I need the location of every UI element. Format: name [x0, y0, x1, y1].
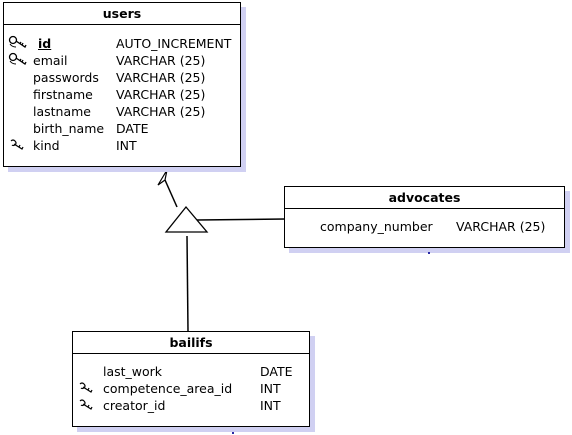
column-row-email[interactable]: email VARCHAR (25) [4, 52, 240, 69]
column-name: creator_id [103, 398, 166, 413]
users-inheritance-arrowhead [157, 169, 168, 186]
column-name: birth_name [33, 121, 105, 136]
column-name: passwords [33, 70, 99, 85]
column-type: INT [260, 381, 281, 396]
shadow-mark [428, 252, 430, 254]
column-type: AUTO_INCREMENT [116, 36, 232, 51]
column-name: kind [33, 138, 60, 153]
column-name: company_number [320, 219, 433, 234]
column-row-company-number[interactable]: company_number VARCHAR (25) [285, 218, 564, 235]
column-row-lastname[interactable]: lastname VARCHAR (25) [4, 103, 240, 120]
column-row-birth-name[interactable]: birth_name DATE [4, 120, 240, 137]
column-type: INT [116, 138, 137, 153]
column-name: id [38, 36, 52, 51]
bailifs-connector-line [186, 235, 189, 332]
column-row-firstname[interactable]: firstname VARCHAR (25) [4, 86, 240, 103]
column-row-kind[interactable]: kind INT [4, 137, 240, 154]
column-row-last-work[interactable]: last_work DATE [73, 363, 309, 380]
key-icon [8, 35, 28, 52]
column-row-passwords[interactable]: passwords VARCHAR (25) [4, 69, 240, 86]
column-type: VARCHAR (25) [116, 87, 206, 102]
inheritance-triangle [164, 205, 209, 233]
column-type: VARCHAR (25) [116, 70, 206, 85]
column-name: lastname [33, 104, 91, 119]
column-row-creator-id[interactable]: creator_id INT [73, 397, 309, 414]
foreign-key-icon [8, 137, 28, 154]
entity-advocates[interactable]: advocates company_number VARCHAR (25) [284, 186, 565, 248]
column-type: INT [260, 398, 281, 413]
column-row-competence-area-id[interactable]: competence_area_id INT [73, 380, 309, 397]
column-name: firstname [33, 87, 93, 102]
shadow-mark [232, 432, 234, 434]
foreign-key-icon [77, 380, 97, 397]
column-type: DATE [260, 364, 293, 379]
column-type: VARCHAR (25) [456, 219, 546, 234]
column-name: email [33, 53, 68, 68]
key-icon [8, 52, 28, 69]
users-inheritance-line [164, 179, 178, 208]
column-row-id[interactable]: id AUTO_INCREMENT [4, 35, 240, 52]
column-type: DATE [116, 121, 149, 136]
advocates-connector-line [196, 218, 286, 221]
entity-title: advocates [285, 187, 564, 209]
column-type: VARCHAR (25) [116, 104, 206, 119]
column-name: competence_area_id [103, 381, 233, 396]
entity-title: users [4, 3, 240, 25]
entity-title: bailifs [73, 332, 309, 354]
column-name: last_work [103, 364, 163, 379]
column-type: VARCHAR (25) [116, 53, 206, 68]
foreign-key-icon [77, 397, 97, 414]
